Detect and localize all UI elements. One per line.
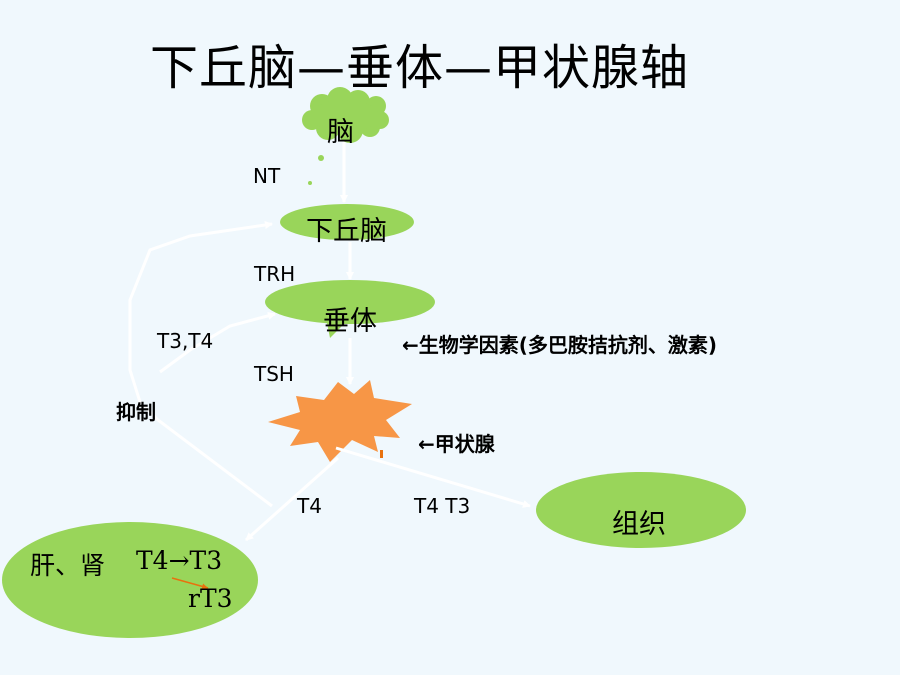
edge-label-t4-t3: T4 T3 — [414, 494, 471, 518]
feedback-loop-outer — [128, 221, 273, 508]
arrow-thyroid-to-liver — [245, 456, 339, 542]
edge-label-tsh: TSH — [254, 362, 294, 386]
conversion-arrow — [171, 577, 209, 590]
pituitary-shape — [265, 280, 435, 338]
pituitary-label: 垂体 — [323, 306, 377, 337]
edge-label-nt: NT — [253, 164, 281, 188]
liver-kidney-shape — [2, 522, 258, 638]
arrow-thyroid-to-tissue — [335, 446, 531, 508]
page-title: 下丘脑—垂体—甲状腺轴 — [150, 40, 690, 96]
tissue-label: 组织 — [612, 509, 666, 540]
thyroid-label: ←甲状腺 — [418, 432, 495, 456]
brain-label: 脑 — [327, 117, 354, 148]
hypothalamus-label: 下丘脑 — [306, 216, 387, 247]
rt3-label: rT3 — [188, 584, 233, 613]
inhibit-label: 抑制 — [116, 400, 156, 424]
edge-label-trh: TRH — [254, 262, 296, 286]
tissue-shape — [536, 472, 746, 548]
edge-label-t3-t4: T3,T4 — [157, 329, 214, 353]
feedback-loop-inner — [159, 311, 276, 374]
flow-arrows — [128, 142, 531, 542]
thyroid-mark — [380, 450, 383, 458]
thyroid-burst-shape — [268, 380, 412, 462]
t4-to-t3-label: T4→T3 — [136, 546, 223, 575]
edge-label-t4: T4 — [297, 494, 322, 518]
brain-cloud-shape — [302, 87, 389, 185]
liver-kidney-label: 肝、肾 — [30, 551, 106, 580]
hypothalamus-shape — [280, 204, 414, 240]
biological-factors-note: ←生物学因素(多巴胺拮抗剂、激素) — [402, 333, 718, 357]
